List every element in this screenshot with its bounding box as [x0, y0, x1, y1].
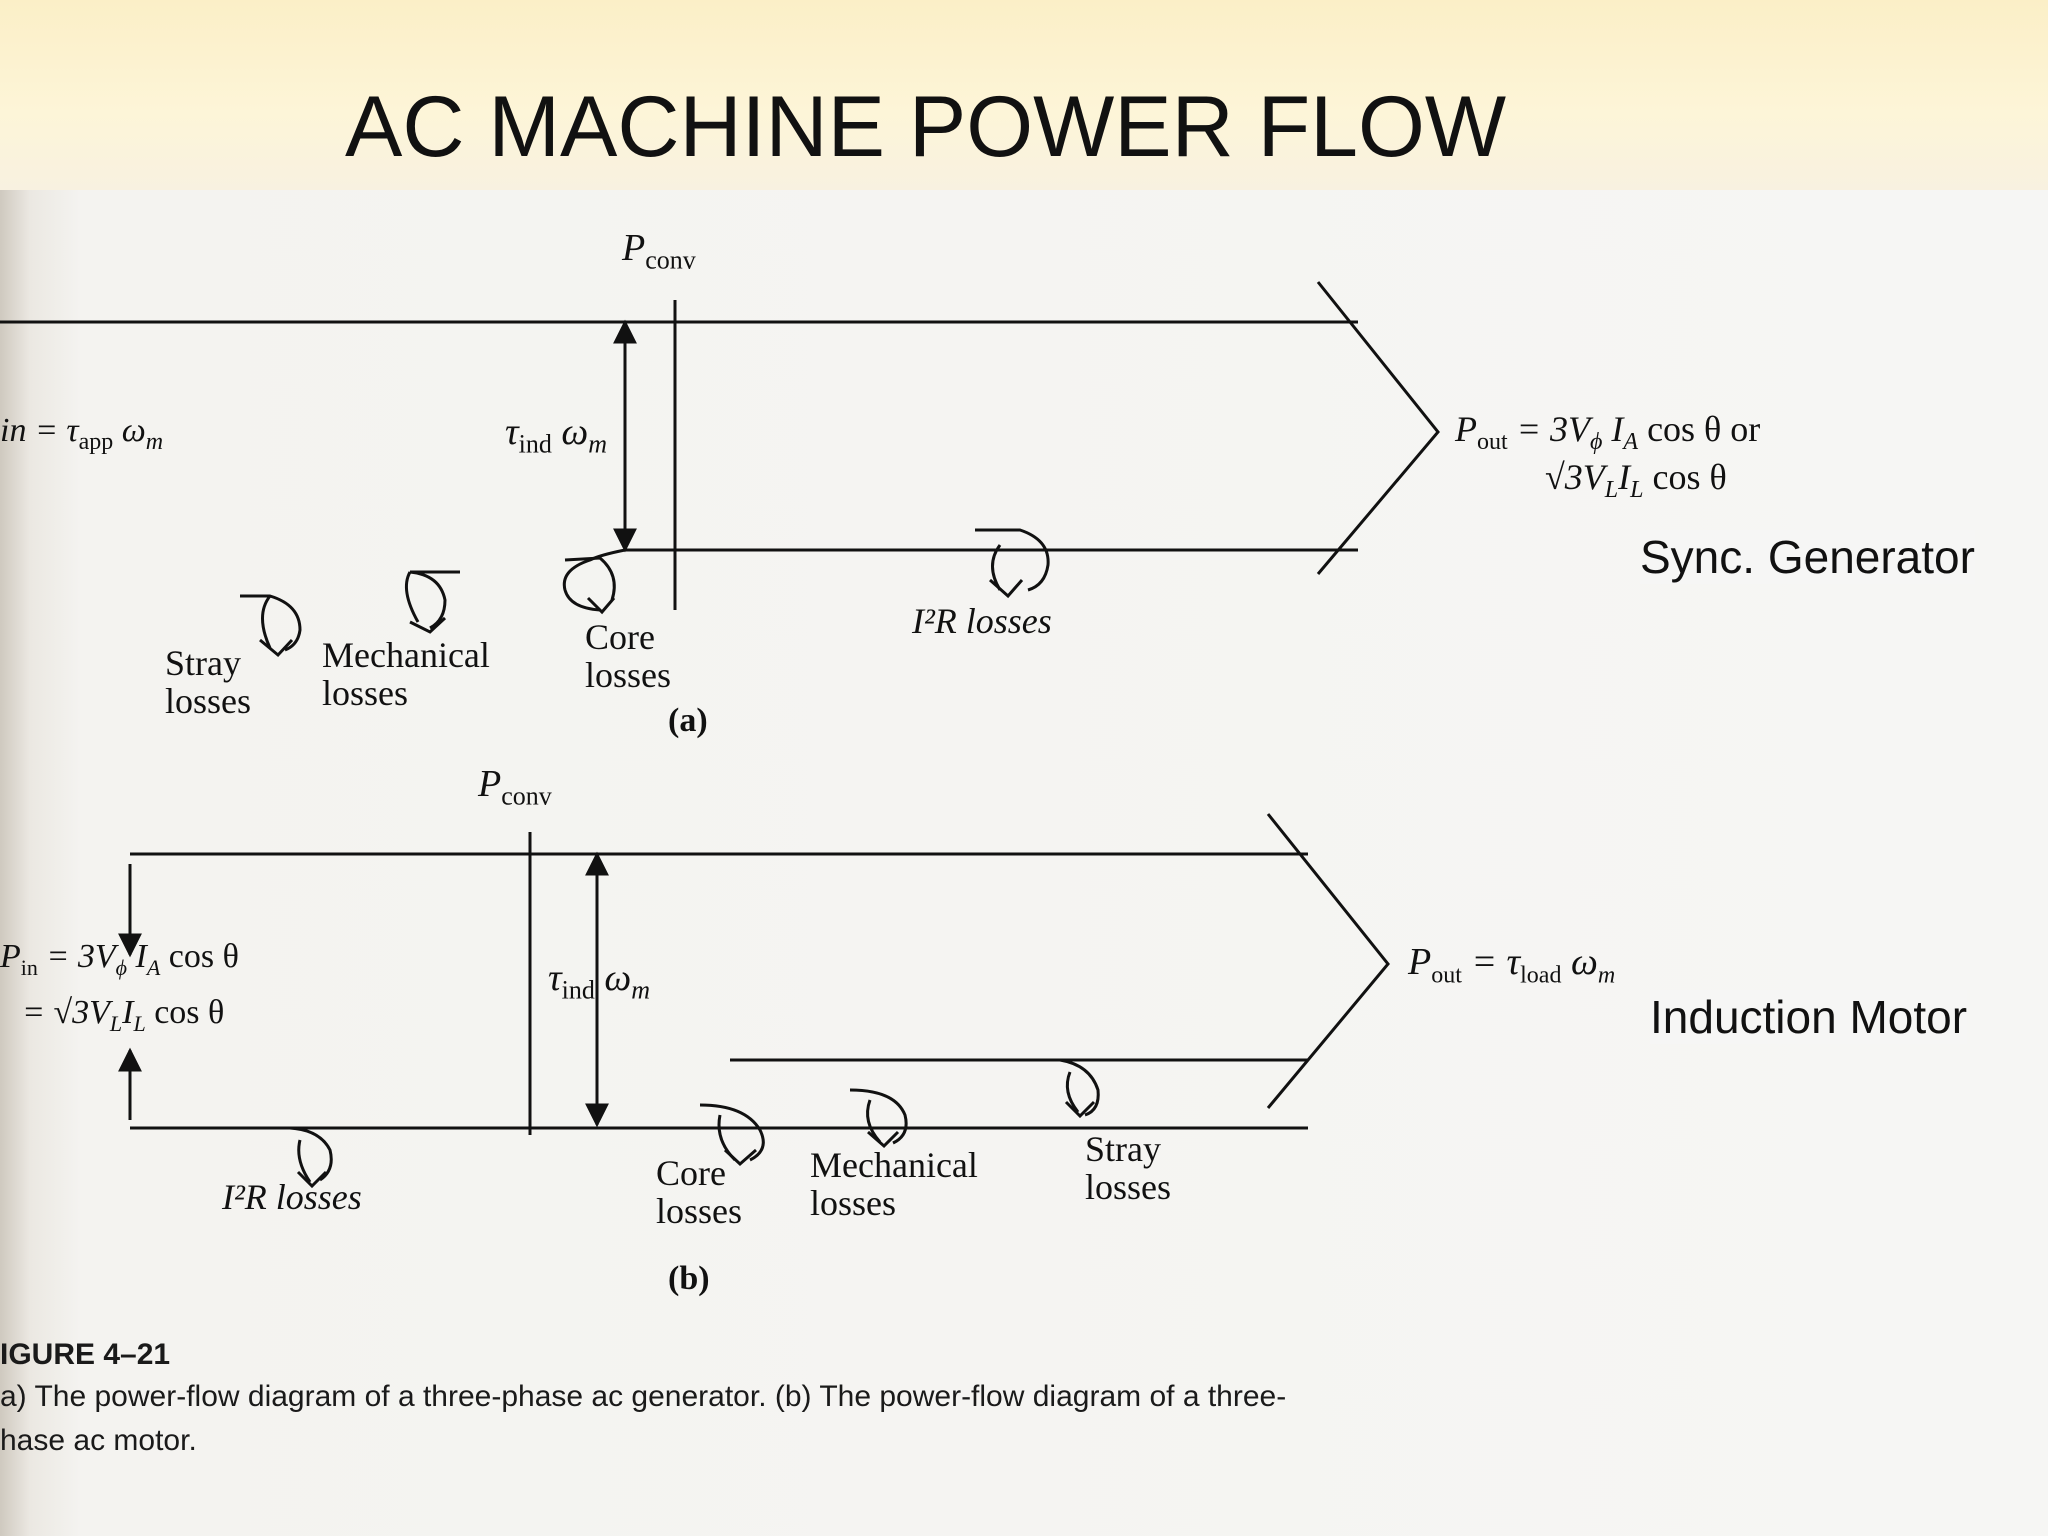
a-pout-ia: I — [1611, 409, 1624, 449]
a-mech-1: Mechanical — [322, 635, 490, 675]
b-i2r-losses: I²R losses — [222, 1177, 362, 1217]
b-pin-symbol: P — [0, 938, 21, 975]
a-mech-2: losses — [322, 673, 409, 713]
b-pin-sub: in — [20, 954, 38, 980]
slide-header — [0, 0, 2048, 190]
b-tau-symbol: τ — [548, 957, 562, 999]
a-pout-ia-sub: A — [1623, 429, 1639, 456]
a-pout2-sub1: L — [1604, 477, 1619, 504]
a-pin-sub: app — [78, 428, 114, 455]
a-core-losses: Core losses — [585, 618, 671, 694]
b-pin-eq: = 3V — [46, 938, 116, 975]
figure-number: IGURE 4–21 — [0, 1338, 171, 1371]
b-stray-losses: Stray losses — [1085, 1130, 1171, 1206]
a-stray-2: losses — [165, 681, 252, 721]
b-mech-2: losses — [810, 1183, 897, 1223]
a-omega-symbol: ω — [561, 411, 589, 453]
b-pin2-i: I — [122, 994, 134, 1031]
b-core-1: Core — [656, 1153, 726, 1193]
b-omega-symbol: ω — [604, 957, 632, 999]
b-pin2-root: = √3V — [22, 994, 110, 1031]
a-pconv-label: Pconv — [622, 226, 696, 276]
b-pin-phi: ϕ — [115, 954, 128, 980]
a-pout-phi: ϕ — [1589, 429, 1603, 456]
a-core-2: losses — [585, 655, 672, 695]
a-pin-text: in = τ — [0, 412, 79, 449]
a-pout2-i: I — [1618, 457, 1631, 497]
a-pout-eq: = 3V — [1516, 409, 1590, 449]
b-stray-1: Stray — [1085, 1129, 1161, 1169]
b-pin-line1: Pin = 3Vϕ IA cos θ — [0, 938, 239, 981]
diagram-b-flow-lines — [118, 813, 1390, 1189]
b-pin-ia-sub: A — [146, 954, 161, 980]
slide-title: AC MACHINE POWER FLOW — [345, 79, 1507, 175]
a-stray-losses: Stray losses — [165, 644, 251, 720]
a-pout2-root: √3V — [1545, 457, 1605, 497]
a-pout-sub: out — [1477, 429, 1508, 456]
b-pout-load: load — [1520, 962, 1562, 989]
b-tau-sub: ind — [561, 975, 595, 1005]
a-pout-line1: Pout = 3Vϕ IA cos θ or — [1455, 408, 1760, 456]
b-pin2-cos: cos θ — [154, 994, 225, 1031]
sync-generator-label: Sync. Generator — [1640, 530, 1975, 584]
b-pout-omega: ω — [1570, 941, 1598, 983]
b-mech-1: Mechanical — [810, 1145, 978, 1185]
b-pout-omega-sub: m — [1597, 962, 1616, 989]
a-pin-label: in = τapp ωm — [0, 412, 163, 456]
a-tau-sub: ind — [518, 429, 552, 459]
b-mechanical-losses: Mechanical losses — [810, 1146, 978, 1222]
a-pconv-symbol: P — [622, 227, 646, 269]
b-stray-2: losses — [1085, 1167, 1172, 1207]
diagram-a-flow-lines — [0, 281, 1440, 658]
a-pout2-cos: cos θ — [1652, 457, 1727, 497]
a-tau-symbol: τ — [505, 411, 519, 453]
b-tau-ind-label: τind ωm — [548, 956, 650, 1006]
b-omega-sub: m — [631, 975, 650, 1005]
induction-motor-label: Induction Motor — [1650, 990, 1968, 1044]
a-omega-sub: m — [588, 429, 607, 459]
a-core-1: Core — [585, 617, 655, 657]
b-figure-label: (b) — [668, 1260, 710, 1297]
scanned-figure-background — [0, 190, 2048, 1536]
b-pin-line2: = √3VLIL cos θ — [22, 994, 224, 1037]
a-mechanical-losses: Mechanical losses — [322, 636, 490, 712]
b-core-2: losses — [656, 1191, 743, 1231]
b-pout-eq: = τ — [1471, 941, 1521, 983]
b-pout-sub: out — [1431, 962, 1462, 989]
a-pconv-sub: conv — [645, 245, 696, 275]
b-pconv-label: Pconv — [478, 762, 552, 812]
a-figure-label: (a) — [668, 702, 708, 739]
a-tau-ind-label: τind ωm — [505, 410, 607, 460]
b-pin-ia: I — [135, 938, 147, 975]
a-pout-symbol: P — [1455, 409, 1477, 449]
a-pin-omega-sub: m — [145, 428, 164, 455]
b-pout-label: Pout = τload ωm — [1408, 940, 1615, 990]
a-pout2-sub2: L — [1630, 477, 1644, 504]
b-pin2-sub2: L — [133, 1010, 146, 1036]
b-pconv-symbol: P — [478, 763, 502, 805]
a-pout-line2: √3VLIL cos θ — [1545, 456, 1727, 504]
caption-line-2: hase ac motor. — [0, 1424, 197, 1457]
a-stray-1: Stray — [165, 643, 241, 683]
b-pin-cos: cos θ — [168, 938, 239, 975]
a-i2r-losses: I²R losses — [912, 601, 1052, 641]
a-pin-omega: ω — [121, 412, 146, 449]
power-flow-diagrams — [0, 281, 1440, 1189]
a-pout-cos: cos θ or — [1647, 409, 1761, 449]
b-core-losses: Core losses — [656, 1154, 742, 1230]
caption-line-1: a) The power-flow diagram of a three-pha… — [0, 1380, 1287, 1413]
b-pconv-sub: conv — [501, 781, 552, 811]
b-pout-symbol: P — [1408, 941, 1432, 983]
b-pin2-sub1: L — [109, 1010, 123, 1036]
